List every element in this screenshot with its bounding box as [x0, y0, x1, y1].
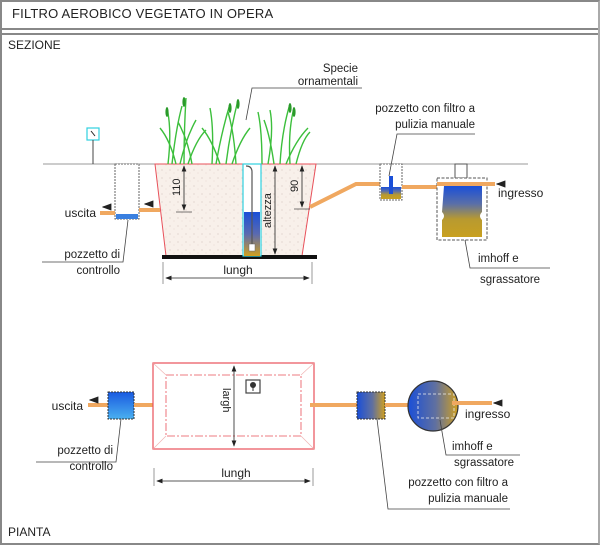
- filter-well-plan-label-2: pulizia manuale: [428, 493, 508, 505]
- dim-90: 90: [289, 180, 301, 192]
- control-well-plan-label-2: controllo: [70, 461, 113, 473]
- dim-width-plan: largh: [220, 388, 232, 412]
- title-separator: [0, 33, 598, 35]
- plan-view-label: PIANTA: [8, 525, 51, 539]
- inlet-label-section: ingresso: [498, 186, 544, 200]
- imhoff-plan-label-1: imhoff e: [452, 441, 493, 453]
- imhoff-tank-plan: [407, 380, 459, 432]
- control-well-plan-label-1: pozzetto di: [57, 445, 113, 457]
- filter-well-label-2: pulizia manuale: [395, 119, 475, 131]
- filter-basin-plan: [152, 362, 315, 450]
- plants-label-2: ornamentali: [298, 76, 358, 88]
- control-well-label-1: pozzetto di: [64, 249, 120, 261]
- filter-well-leader: [388, 133, 475, 177]
- title-bar: FILTRO AEROBICO VEGETATO IN OPERA: [0, 0, 598, 30]
- control-well-label-2: controllo: [77, 265, 120, 277]
- plants-leader: [245, 87, 362, 121]
- plants-label-1: Specie: [323, 63, 358, 75]
- basin-base: [162, 255, 317, 259]
- drawing-title: FILTRO AEROBICO VEGETATO IN OPERA: [12, 6, 274, 21]
- inspection-tube-plan-icon: [245, 379, 261, 394]
- dim-110: 110: [171, 178, 183, 196]
- control-well-plan: [107, 391, 135, 420]
- imhoff-tank-section: [436, 163, 488, 241]
- imhoff-label-2: sgrassatore: [480, 274, 540, 286]
- inlet-pipe-section: [309, 182, 380, 209]
- filter-well-label-1: pozzetto con filtro a: [375, 103, 475, 115]
- filter-well-plan-label-1: pozzetto con filtro a: [408, 477, 508, 489]
- ventilation-marker-icon: [86, 127, 100, 164]
- imhoff-plan-label-2: sgrassatore: [454, 457, 514, 469]
- filter-well-section: [379, 163, 403, 201]
- plant-group: [159, 97, 311, 165]
- filter-basin: [154, 163, 317, 257]
- outlet-label-plan: uscita: [52, 399, 84, 413]
- inlet-label-plan: ingresso: [465, 407, 511, 421]
- section-view-label: SEZIONE: [8, 38, 61, 52]
- control-well-section: [114, 163, 140, 220]
- imhoff-label-1: imhoff e: [478, 253, 519, 265]
- dim-length-section: lungh: [223, 263, 252, 277]
- filter-well-plan: [356, 391, 386, 420]
- outlet-label-section: uscita: [65, 206, 97, 220]
- plant-heads: [165, 97, 296, 117]
- dim-length-plan: lungh: [221, 466, 250, 480]
- dim-height: altezza: [262, 192, 274, 228]
